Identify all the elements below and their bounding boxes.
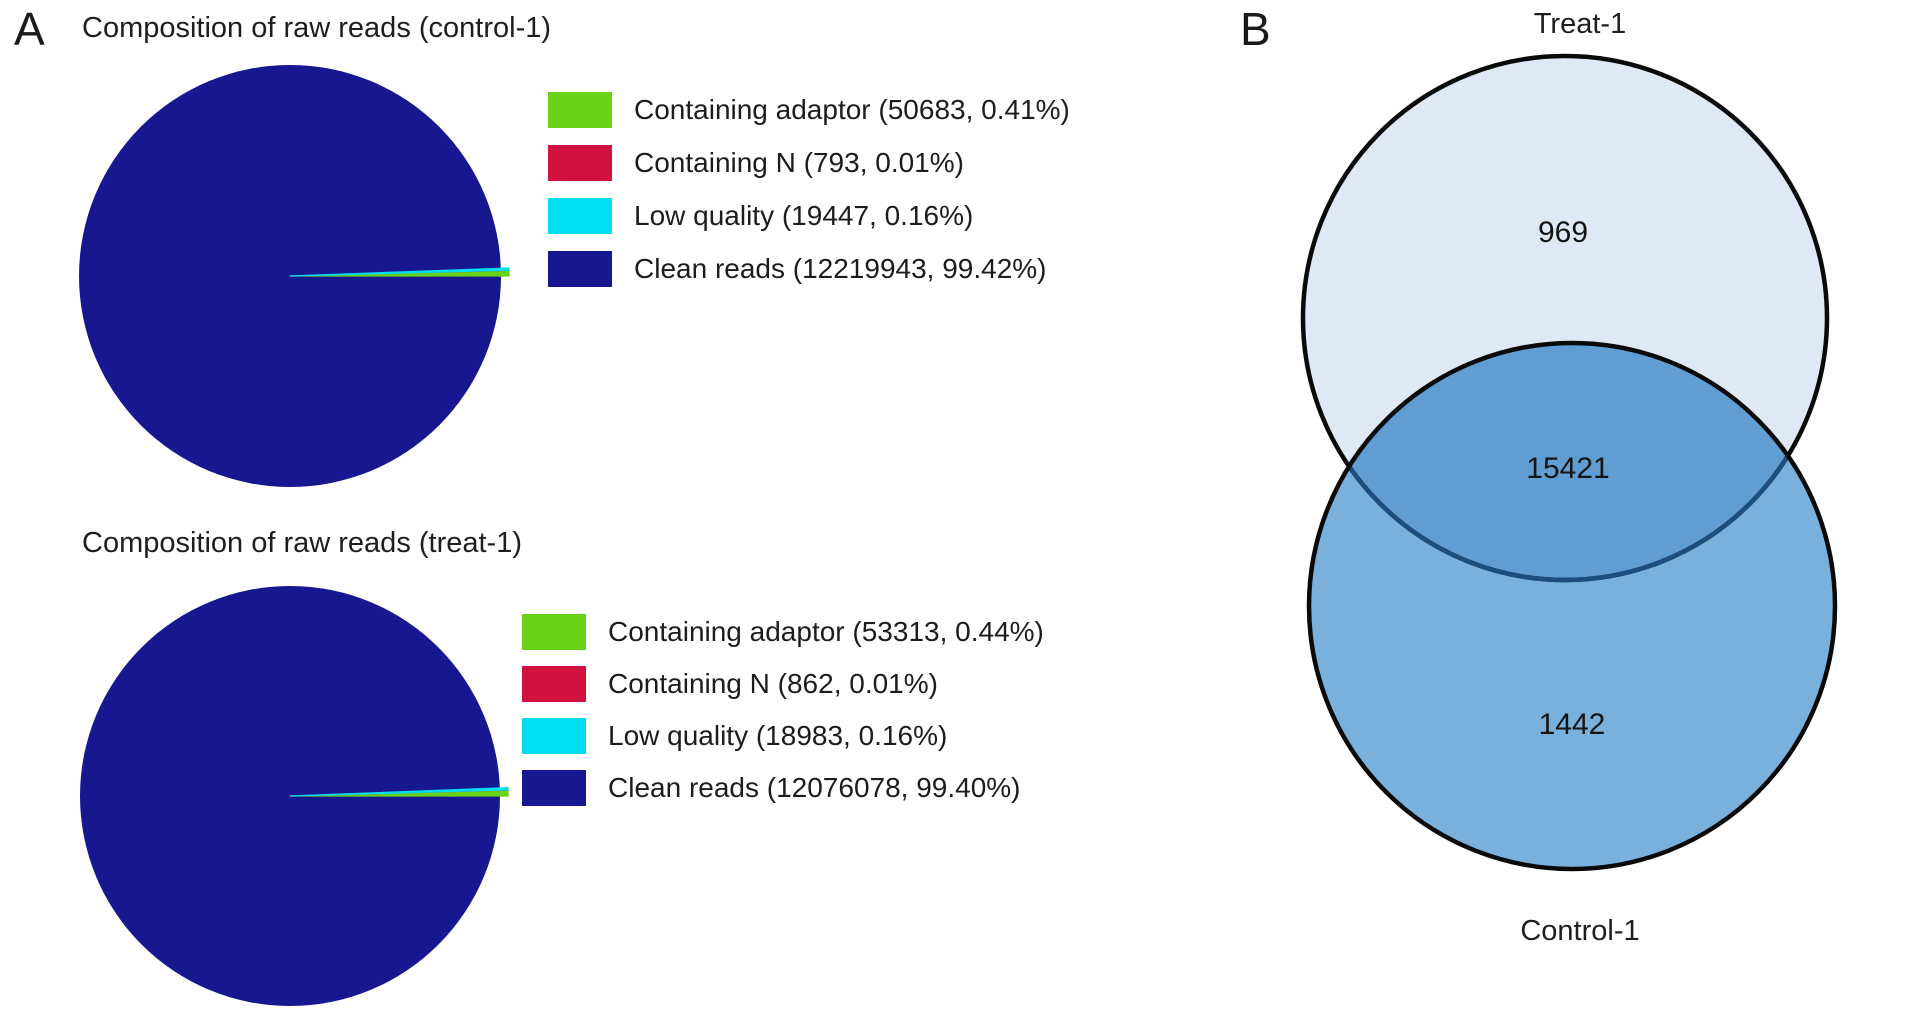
adaptor-swatch	[548, 92, 612, 128]
panel-a-label: A	[14, 3, 45, 55]
pie2-legend: Containing adaptor (53313, 0.44%) Contai…	[522, 614, 1044, 822]
legend-label: Containing adaptor (50683, 0.41%)	[634, 94, 1070, 125]
venn-bottom-set-label: Control-1	[1520, 915, 1640, 947]
clean-reads-swatch	[522, 770, 586, 806]
legend-item: Containing N (862, 0.01%)	[522, 666, 1044, 702]
low-quality-swatch	[522, 718, 586, 754]
legend-item: Containing adaptor (50683, 0.41%)	[548, 92, 1070, 128]
pie-slice-low-quality	[289, 786, 509, 797]
venn-diagram: 969 15421 1442	[1300, 53, 1838, 872]
legend-label: Containing N (862, 0.01%)	[608, 668, 938, 699]
low-quality-swatch	[548, 198, 612, 234]
pie1-legend: Containing adaptor (50683, 0.41%) Contai…	[548, 92, 1070, 304]
pie-chart-control	[79, 65, 510, 487]
legend-label: Clean reads (12219943, 99.42%)	[634, 253, 1047, 284]
legend-item: Low quality (19447, 0.16%)	[548, 198, 1070, 234]
pie-chart-treat	[80, 586, 509, 1006]
clean-reads-swatch	[548, 251, 612, 287]
venn-intersection-count: 15421	[1526, 452, 1609, 485]
panel-b-label: B	[1240, 3, 1271, 55]
legend-item: Clean reads (12076078, 99.40%)	[522, 770, 1044, 806]
legend-item: Clean reads (12219943, 99.42%)	[548, 251, 1070, 287]
legend-label: Containing adaptor (53313, 0.44%)	[608, 616, 1044, 647]
venn-control-only-count: 1442	[1539, 708, 1606, 741]
venn-top-set-label: Treat-1	[1533, 8, 1627, 40]
containing-n-swatch	[522, 666, 586, 702]
venn-treat-only-count: 969	[1538, 216, 1588, 249]
legend-label: Low quality (18983, 0.16%)	[608, 720, 948, 751]
venn-intersection-region	[1309, 343, 1827, 580]
legend-item: Containing adaptor (53313, 0.44%)	[522, 614, 1044, 650]
venn-treat-inner-arc	[1309, 343, 1830, 583]
venn-inner-arc-group	[1309, 343, 1830, 583]
venn-control-outline	[1306, 340, 1838, 872]
adaptor-swatch	[522, 614, 586, 650]
pie2-title: Composition of raw reads (treat-1)	[82, 527, 522, 559]
pie1-title: Composition of raw reads (control-1)	[82, 12, 552, 44]
pie-slice-low-quality	[289, 267, 510, 277]
venn-intersection-fill	[1309, 343, 1827, 580]
legend-label: Containing N (793, 0.01%)	[634, 147, 964, 178]
legend-item: Containing N (793, 0.01%)	[548, 145, 1070, 181]
legend-item: Low quality (18983, 0.16%)	[522, 718, 1044, 754]
legend-label: Low quality (19447, 0.16%)	[634, 200, 974, 231]
containing-n-swatch	[548, 145, 612, 181]
legend-label: Clean reads (12076078, 99.40%)	[608, 772, 1021, 803]
